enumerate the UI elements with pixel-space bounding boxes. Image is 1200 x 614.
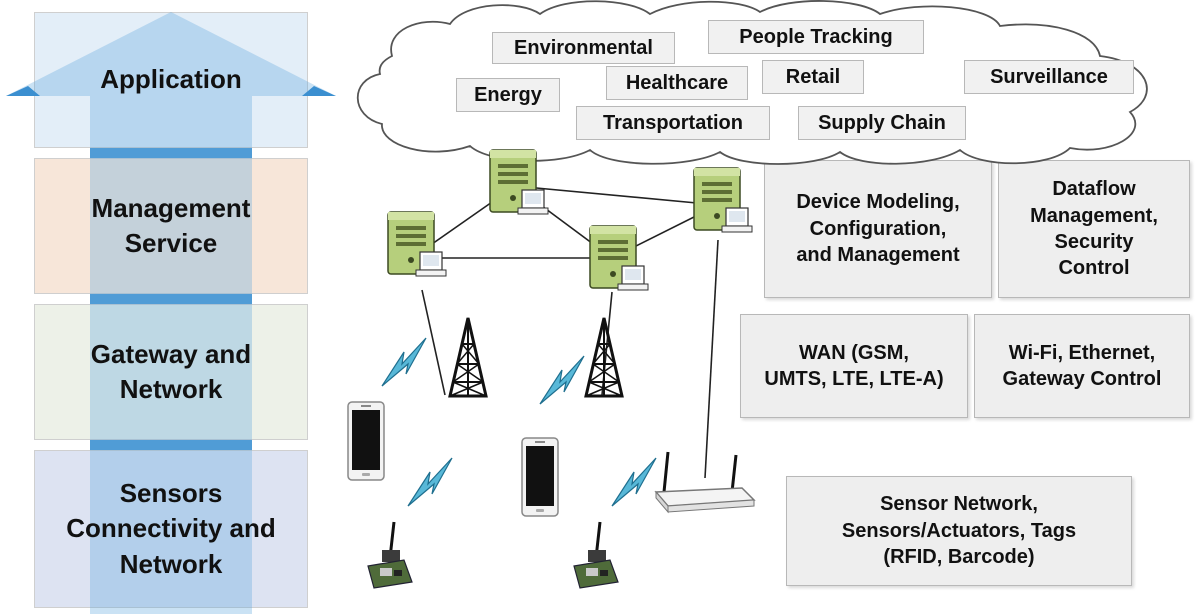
dataflow-management-label: Dataflow Management, Security Control [1030,178,1158,280]
dataflow-management-box: Dataflow Management, Security Control [998,160,1190,298]
app-tag-surveillance: Surveillance [964,60,1134,94]
wan-label: WAN (GSM, UMTS, LTE, LTE-A) [764,341,944,390]
app-tag-label: Energy [474,83,542,106]
wifi-ethernet-box: Wi-Fi, Ethernet, Gateway Control [974,314,1190,418]
wifi-ethernet-label: Wi-Fi, Ethernet, Gateway Control [1002,341,1162,390]
app-tag-label: People Tracking [739,25,893,48]
sensor-board-icon [366,520,414,590]
app-tag-retail: Retail [762,60,864,94]
app-tag-environmental: Environmental [492,32,675,64]
sensors-connectivity-layer-label: Sensors Connectivity and Network [66,478,276,579]
server-links [411,185,719,479]
sensor-network-box: Sensor Network, Sensors/Actuators, Tags … [786,476,1132,586]
wireless-signal-icon [539,355,585,405]
wireless-signal-icon [381,337,427,387]
sensors-connectivity-layer: Sensors Connectivity and Network [34,450,308,608]
sensor-network-label: Sensor Network, Sensors/Actuators, Tags … [841,493,1077,569]
management-service-layer: Management Service [34,158,308,294]
application-layer: Application [34,12,308,148]
sensor-board-icon [572,520,620,590]
application-layer-label: Application [100,64,242,95]
management-service-layer-label: Management Service [91,192,251,258]
wifi-router-icon [654,451,756,514]
app-tag-healthcare: Healthcare [606,66,748,100]
gateway-network-layer: Gateway and Network [34,304,308,440]
server-icon [693,167,753,233]
wireless-signal-icon [611,457,657,507]
server-icon [387,211,447,277]
app-tag-energy: Energy [456,78,560,112]
device-modeling-box: Device Modeling, Configuration, and Mana… [764,160,992,298]
wireless-signal-icon [407,457,453,507]
cell-tower-icon [448,316,488,398]
cell-tower-icon [584,316,624,398]
app-tag-label: Environmental [514,36,653,59]
app-tag-label: Transportation [602,111,743,134]
app-tag-label: Supply Chain [818,111,946,134]
app-tag-label: Healthcare [625,71,729,94]
server-icon [589,225,649,291]
smartphone-icon [521,437,559,517]
smartphone-icon [347,401,385,481]
wan-box: WAN (GSM, UMTS, LTE, LTE-A) [740,314,968,418]
app-tag-label: Retail [785,65,841,88]
device-modeling-label: Device Modeling, Configuration, and Mana… [796,191,960,267]
app-tag-supply-chain: Supply Chain [798,106,966,140]
app-tag-transportation: Transportation [576,106,770,140]
app-tag-label: Surveillance [990,65,1108,88]
app-tag-people-tracking: People Tracking [708,20,924,54]
gateway-network-layer-label: Gateway and Network [90,338,252,404]
